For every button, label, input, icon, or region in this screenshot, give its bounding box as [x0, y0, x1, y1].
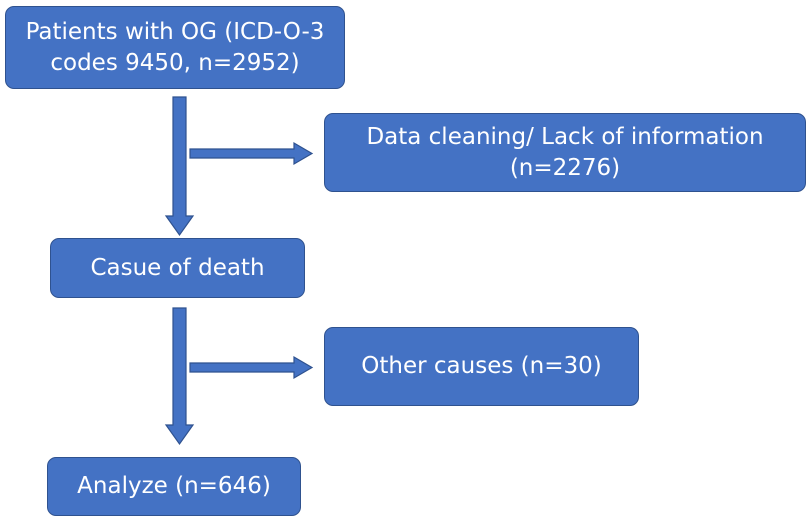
- flow-box-start: Patients with OG (ICD-O-3 codes 9450, n=…: [5, 6, 345, 89]
- flow-box-cause-of-death: Casue of death: [50, 238, 305, 298]
- flow-box-exclusion-1-line2: (n=2276): [509, 154, 621, 181]
- flow-box-start-line1: Patients with OG (ICD-O-3: [25, 18, 325, 45]
- arrow-right-2: [189, 355, 314, 380]
- flow-box-exclusion-2-label: Other causes (n=30): [361, 353, 602, 379]
- flow-box-cause-of-death-label: Casue of death: [90, 254, 265, 281]
- arrow-right-1: [189, 141, 314, 166]
- arrow-down-1: [164, 96, 195, 237]
- flow-box-exclusion-2: Other causes (n=30): [324, 327, 639, 406]
- flow-box-final-label: Analyze (n=646): [77, 473, 271, 499]
- arrow-down-2: [164, 307, 195, 446]
- flow-box-final: Analyze (n=646): [47, 457, 301, 516]
- flow-box-start-line2: codes 9450, n=2952): [50, 49, 300, 76]
- flow-box-exclusion-1: Data cleaning/ Lack of information (n=22…: [324, 113, 806, 192]
- flow-box-exclusion-1-line1: Data cleaning/ Lack of information: [366, 123, 764, 150]
